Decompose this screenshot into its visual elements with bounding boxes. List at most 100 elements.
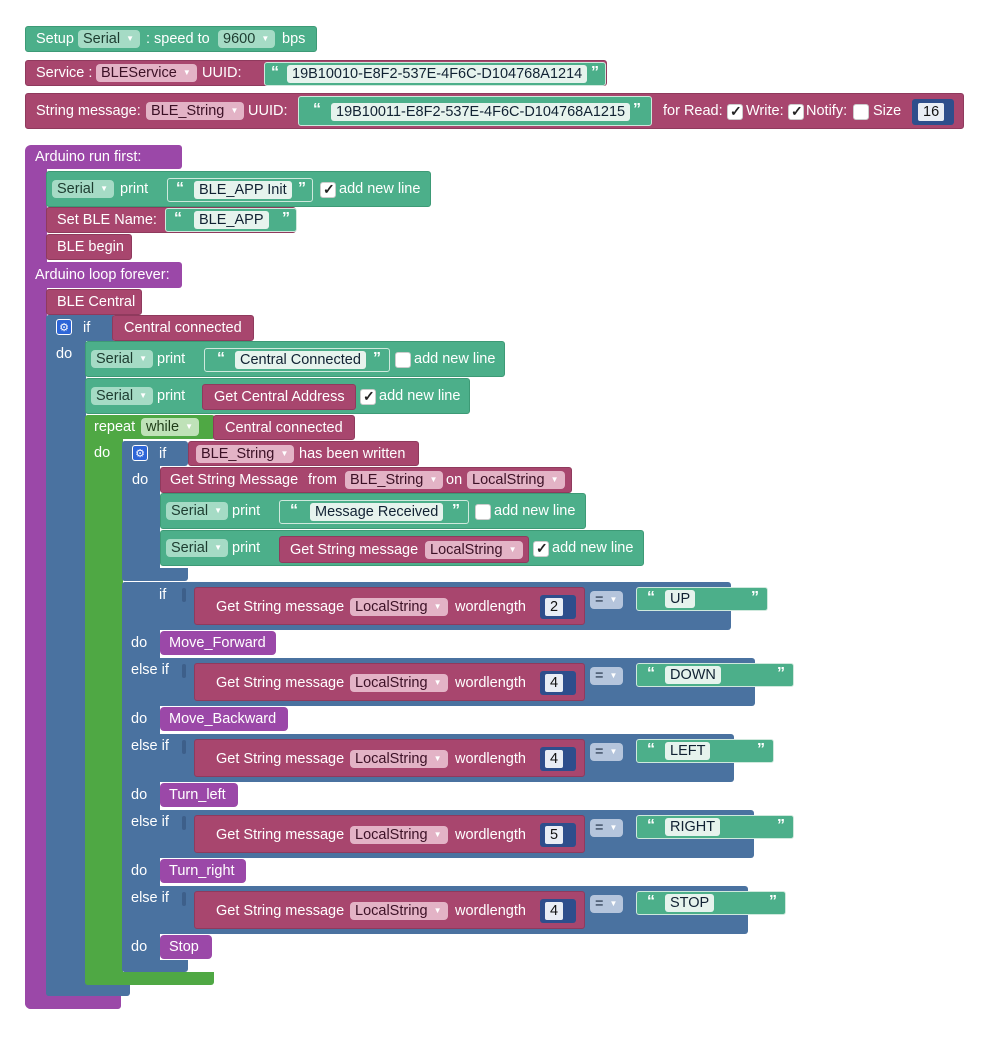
print-string-value[interactable]: Message Received bbox=[310, 503, 444, 521]
has-been-written-block[interactable]: BLE_String has been written bbox=[188, 441, 419, 466]
serial-port-dropdown[interactable]: Serial bbox=[91, 350, 154, 368]
local-string-dropdown[interactable]: LocalString bbox=[350, 826, 448, 844]
serial-print-block[interactable]: Serial print “ Message Received ” add ne… bbox=[160, 493, 586, 529]
repeat-while-frame[interactable] bbox=[85, 415, 123, 985]
command-string[interactable]: “ UP ” bbox=[636, 587, 768, 611]
service-uuid-value[interactable]: 19B10010-E8F2-537E-4F6C-D104768A1214 bbox=[287, 65, 588, 83]
repeat-mode-dropdown[interactable]: while bbox=[141, 418, 200, 436]
ble-string-dropdown[interactable]: BLE_String bbox=[196, 445, 295, 463]
compare-operator-dropdown[interactable]: = bbox=[590, 591, 624, 609]
local-string-dropdown[interactable]: LocalString bbox=[350, 598, 448, 616]
serial-print-block[interactable]: Serial print Get String message LocalStr… bbox=[160, 530, 644, 566]
local-string-dropdown[interactable]: LocalString bbox=[425, 541, 523, 559]
read-checkbox[interactable] bbox=[727, 103, 743, 120]
print-string[interactable]: “ BLE_APP Init ” bbox=[167, 178, 313, 202]
command-string-value[interactable]: LEFT bbox=[665, 742, 711, 760]
setup-serial-block[interactable]: Setup Serial : speed to 9600 bps bbox=[25, 26, 317, 52]
get-string-message-block[interactable]: Get String Message from BLE_String on Lo… bbox=[160, 467, 572, 493]
local-string-dropdown[interactable]: LocalString bbox=[350, 902, 448, 920]
print-string-value[interactable]: BLE_APP Init bbox=[194, 181, 292, 199]
get-string-message-block[interactable]: Get String message LocalString wordlengt… bbox=[194, 739, 585, 777]
wordlength-number-block[interactable]: 4 bbox=[540, 747, 576, 771]
action-call-block[interactable]: Turn_right bbox=[160, 859, 246, 883]
command-string[interactable]: “ DOWN ” bbox=[636, 663, 794, 687]
newline-checkbox[interactable] bbox=[533, 540, 549, 557]
serial-port-dropdown[interactable]: Serial bbox=[166, 502, 229, 520]
serial-port-dropdown[interactable]: Serial bbox=[52, 180, 115, 198]
compare-operator-dropdown[interactable]: = bbox=[590, 743, 624, 761]
condition-row[interactable]: else if Get String message LocalString w… bbox=[122, 658, 794, 706]
get-string-message-block[interactable]: Get String message LocalString wordlengt… bbox=[194, 891, 585, 929]
notify-checkbox[interactable] bbox=[853, 104, 869, 120]
compare-operator-dropdown[interactable]: = bbox=[590, 667, 624, 685]
wordlength-value[interactable]: 4 bbox=[545, 674, 564, 692]
get-string-message-block[interactable]: Get String message LocalString wordlengt… bbox=[194, 663, 585, 701]
get-central-address-block[interactable]: Get Central Address bbox=[202, 384, 356, 410]
wordlength-value[interactable]: 4 bbox=[545, 902, 564, 920]
condition-row[interactable]: else if Get String message LocalString w… bbox=[122, 810, 794, 858]
get-string-message-value-block[interactable]: Get String message LocalString bbox=[279, 536, 529, 563]
wordlength-number-block[interactable]: 2 bbox=[540, 595, 576, 619]
repeat-condition-block[interactable]: Central connected bbox=[213, 415, 355, 440]
ble-begin-block[interactable]: BLE begin bbox=[46, 234, 132, 260]
compare-operator-dropdown[interactable]: = bbox=[590, 819, 624, 837]
compare-operator-dropdown[interactable]: = bbox=[590, 895, 624, 913]
print-string-value[interactable]: Central Connected bbox=[235, 351, 366, 369]
serial-port-dropdown[interactable]: Serial bbox=[78, 30, 141, 48]
size-value[interactable]: 16 bbox=[918, 103, 945, 121]
serial-print-block[interactable]: Serial print Get Central Address add new… bbox=[85, 378, 470, 414]
newline-checkbox[interactable] bbox=[395, 352, 411, 368]
print-string[interactable]: “ Central Connected ” bbox=[204, 348, 390, 372]
local-string-dropdown[interactable]: LocalString bbox=[350, 674, 448, 692]
ble-service-block[interactable]: Service : BLEService UUID: “ 19B10010-E8… bbox=[25, 60, 607, 86]
command-string[interactable]: “ LEFT ” bbox=[636, 739, 774, 763]
write-checkbox[interactable] bbox=[788, 103, 804, 120]
gear-icon[interactable]: ⚙ bbox=[132, 445, 148, 461]
condition-row[interactable]: if Get String message LocalString wordle… bbox=[122, 582, 768, 630]
service-name-dropdown[interactable]: BLEService bbox=[96, 64, 197, 82]
command-string-value[interactable]: RIGHT bbox=[665, 818, 721, 836]
ble-name-string[interactable]: “ BLE_APP ” bbox=[165, 208, 297, 232]
get-string-message-block[interactable]: Get String message LocalString wordlengt… bbox=[194, 587, 585, 625]
wordlength-number-block[interactable]: 4 bbox=[540, 671, 576, 695]
speed-dropdown[interactable]: 9600 bbox=[218, 30, 276, 48]
wordlength-number-block[interactable]: 5 bbox=[540, 823, 576, 847]
gear-icon[interactable]: ⚙ bbox=[56, 319, 72, 335]
characteristic-name-dropdown[interactable]: BLE_String bbox=[146, 102, 245, 120]
get-string-message-block[interactable]: Get String message LocalString wordlengt… bbox=[194, 815, 585, 853]
command-string[interactable]: “ STOP ” bbox=[636, 891, 786, 915]
char-uuid-value[interactable]: 19B10011-E8F2-537E-4F6C-D104768A1215 bbox=[331, 103, 631, 121]
wordlength-value[interactable]: 4 bbox=[545, 750, 564, 768]
command-string-value[interactable]: DOWN bbox=[665, 666, 721, 684]
condition-row[interactable]: else if Get String message LocalString w… bbox=[122, 734, 774, 782]
ble-central-block[interactable]: BLE Central bbox=[46, 289, 142, 315]
serial-port-dropdown[interactable]: Serial bbox=[91, 387, 154, 405]
command-string[interactable]: “ RIGHT ” bbox=[636, 815, 794, 839]
print-string[interactable]: “ Message Received ” bbox=[279, 500, 469, 524]
wordlength-number-block[interactable]: 4 bbox=[540, 899, 576, 923]
if-connected-frame[interactable] bbox=[46, 315, 86, 996]
ble-name-value[interactable]: BLE_APP bbox=[194, 211, 269, 229]
command-string-value[interactable]: UP bbox=[665, 590, 696, 608]
local-string-dropdown[interactable]: LocalString bbox=[350, 750, 448, 768]
action-call-block[interactable]: Move_Forward bbox=[160, 631, 276, 655]
central-connected-condition[interactable]: Central connected bbox=[112, 315, 254, 341]
newline-checkbox[interactable] bbox=[360, 388, 376, 405]
wordlength-value[interactable]: 5 bbox=[545, 826, 564, 844]
action-call-block[interactable]: Move_Backward bbox=[160, 707, 288, 731]
serial-print-block[interactable]: Serial print “ Central Connected ” add n… bbox=[85, 341, 505, 377]
command-string-value[interactable]: STOP bbox=[665, 894, 715, 912]
service-uuid-string[interactable]: “ 19B10010-E8F2-537E-4F6C-D104768A1214 ” bbox=[264, 62, 606, 86]
size-number-block[interactable]: 16 bbox=[912, 99, 954, 125]
serial-print-block[interactable]: Serial print “ BLE_APP Init ” add new li… bbox=[46, 171, 431, 207]
set-ble-name-block[interactable]: Set BLE Name: “ BLE_APP ” bbox=[46, 207, 297, 233]
wordlength-value[interactable]: 2 bbox=[545, 598, 564, 616]
newline-checkbox[interactable] bbox=[320, 181, 336, 198]
condition-row[interactable]: else if Get String message LocalString w… bbox=[122, 886, 786, 934]
action-call-block[interactable]: Turn_left bbox=[160, 783, 238, 807]
from-dropdown[interactable]: BLE_String bbox=[345, 471, 444, 489]
loop-forever-header[interactable]: Arduino loop forever: bbox=[25, 262, 182, 288]
on-dropdown[interactable]: LocalString bbox=[467, 471, 565, 489]
serial-port-dropdown[interactable]: Serial bbox=[166, 539, 229, 557]
char-uuid-string[interactable]: “ 19B10011-E8F2-537E-4F6C-D104768A1215 ” bbox=[298, 96, 652, 126]
